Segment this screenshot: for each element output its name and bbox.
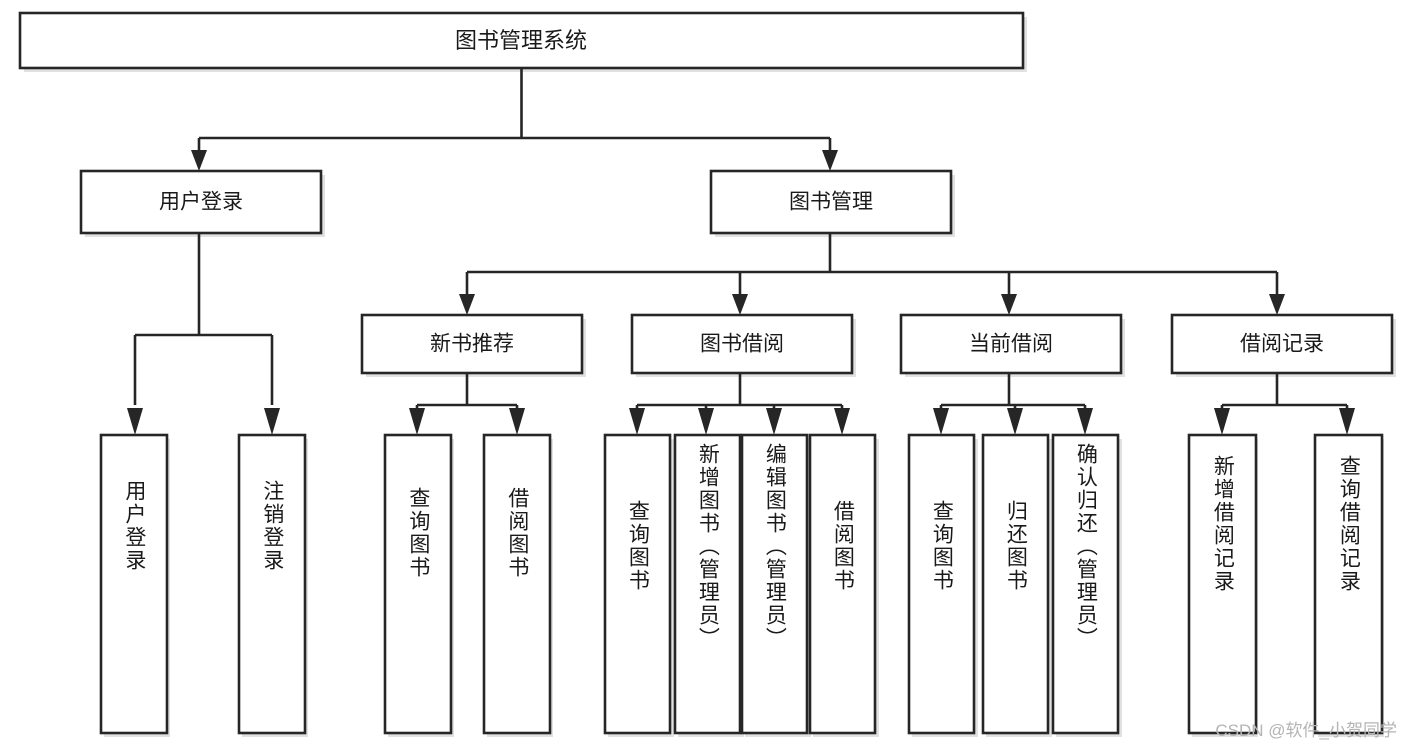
arrow-book-borrow <box>732 294 748 315</box>
leaf-user-login-1[interactable] <box>237 433 307 735</box>
leaf-book-borrow-0[interactable] <box>603 433 672 735</box>
arrow-leaf <box>127 408 143 435</box>
node-borrow-record-label: 借阅记录 <box>1240 333 1324 356</box>
arrow-leaf <box>1339 408 1355 435</box>
leaf-new-book-0[interactable] <box>383 433 453 735</box>
node-current-borrow-label: 当前借阅 <box>969 333 1053 356</box>
leaf-current-borrow-2[interactable] <box>1051 433 1120 735</box>
node-user-login[interactable] <box>79 169 323 235</box>
arrow-leaf <box>1077 408 1093 435</box>
leaf-book-borrow-3[interactable] <box>808 433 877 735</box>
node-root-label: 图书管理系统 <box>455 28 587 53</box>
leaf-user-login-0[interactable] <box>99 433 169 735</box>
node-borrow-record[interactable] <box>1170 313 1394 375</box>
leaf-current-borrow-1[interactable] <box>981 433 1050 735</box>
arrow-leaf <box>1214 408 1230 435</box>
arrow-leaf <box>834 408 850 435</box>
arrow-book-manage <box>822 150 838 171</box>
node-book-manage[interactable] <box>709 169 953 235</box>
arrow-leaf <box>698 408 714 435</box>
arrow-leaf <box>264 408 280 435</box>
arrow-leaf <box>933 408 949 435</box>
leaf-borrow-record-0[interactable] <box>1187 433 1258 735</box>
node-new-book[interactable] <box>360 313 584 375</box>
arrow-current-borrow <box>1001 294 1017 315</box>
leaf-nodes <box>99 433 1384 735</box>
node-root[interactable] <box>18 11 1025 70</box>
connectors <box>127 68 1355 435</box>
node-new-book-label: 新书推荐 <box>430 333 514 356</box>
arrow-leaf <box>1007 408 1023 435</box>
node-book-borrow-label: 图书借阅 <box>700 333 784 356</box>
leaf-borrow-record-1[interactable] <box>1313 433 1384 735</box>
leaf-current-borrow-0[interactable] <box>907 433 976 735</box>
arrow-leaf <box>766 408 782 435</box>
node-user-login-label: 用户登录 <box>159 191 243 214</box>
arrow-leaf <box>409 408 425 435</box>
node-book-manage-label: 图书管理 <box>789 191 873 214</box>
arrow-leaf <box>509 408 525 435</box>
arrow-leaf <box>629 408 645 435</box>
node-book-borrow[interactable] <box>630 313 854 375</box>
nodes: 图书管理系统 用户登录 图书管理 新书推荐 图书借阅 当前借阅 借阅记录 <box>18 11 1394 375</box>
leaf-book-borrow-2[interactable] <box>740 433 809 735</box>
arrow-user-login <box>191 150 207 171</box>
arrow-new-book <box>459 294 475 315</box>
leaf-book-borrow-1[interactable] <box>673 433 742 735</box>
arrow-borrow-record <box>1269 294 1285 315</box>
node-current-borrow[interactable] <box>899 313 1123 375</box>
leaf-new-book-1[interactable] <box>482 433 552 735</box>
